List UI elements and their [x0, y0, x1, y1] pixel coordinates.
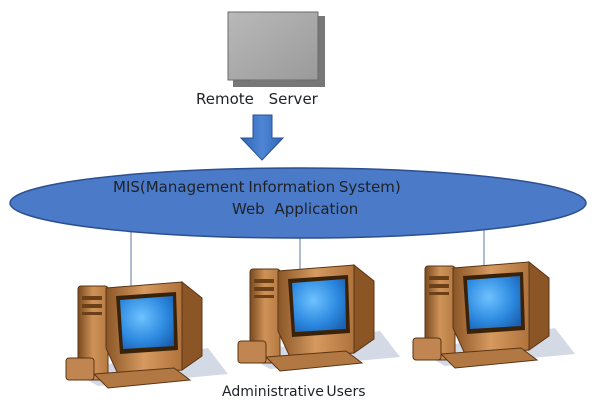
connector-lines	[130, 230, 485, 288]
clients-label: Administrative Users	[222, 384, 366, 400]
server-label: Remote Server	[196, 90, 318, 108]
application-subtitle: Web Application	[232, 200, 359, 218]
mis-application-ellipse	[9, 167, 587, 239]
desktop-computer-icon	[65, 281, 229, 389]
desktop-computer-icon	[237, 264, 401, 372]
arrow-down-icon	[239, 114, 285, 161]
desktop-computer-icon	[412, 261, 576, 369]
server-box-icon	[227, 11, 325, 87]
application-title: MIS(Management Information System)	[113, 178, 401, 196]
